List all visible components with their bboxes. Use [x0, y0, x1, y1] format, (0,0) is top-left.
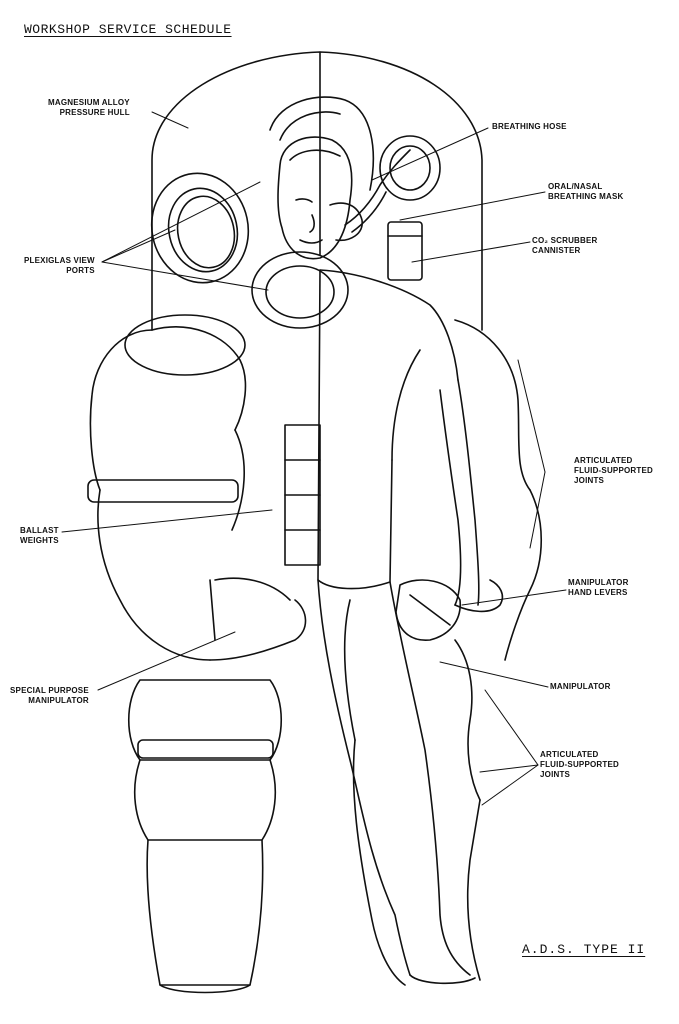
scrubber-canister	[387, 221, 423, 281]
manipulator-hand-levers	[395, 579, 461, 641]
right-suit-joints	[343, 319, 542, 986]
label-joints-lower: ARTICULATED FLUID-SUPPORTED JOINTS	[540, 750, 619, 779]
neck-ring	[251, 251, 349, 329]
label-scrubber: CO₂ SCRUBBER CANNISTER	[532, 236, 598, 255]
left-view-port	[150, 172, 250, 284]
leader-lines	[61, 111, 567, 806]
operator-body	[317, 269, 504, 985]
label-manipulator: MANIPULATOR	[550, 682, 611, 691]
operator-head	[277, 136, 353, 260]
label-ballast: BALLAST WEIGHTS	[20, 526, 59, 545]
ballast-weights	[284, 424, 321, 566]
left-suit-leg	[127, 679, 283, 994]
label-special-manipulator: SPECIAL PURPOSE MANIPULATOR	[10, 686, 89, 705]
label-pressure-hull: MAGNESIUM ALLOY PRESSURE HULL	[48, 98, 130, 117]
label-view-ports: PLEXIGLAS VIEW PORTS	[24, 256, 95, 275]
label-breathing-mask: ORAL/NASAL BREATHING MASK	[548, 182, 624, 201]
model-label: A.D.S. TYPE II	[522, 942, 646, 957]
label-hand-levers: MANIPULATOR HAND LEVERS	[568, 578, 629, 597]
label-joints-upper: ARTICULATED FLUID-SUPPORTED JOINTS	[574, 456, 653, 485]
left-suit-arm	[87, 314, 307, 661]
label-breathing-hose: BREATHING HOSE	[492, 122, 567, 131]
page-title: WORKSHOP SERVICE SCHEDULE	[24, 22, 232, 37]
pressure-hull-outline	[151, 51, 483, 331]
breathing-hose	[329, 149, 411, 242]
face-view-port	[269, 96, 441, 201]
